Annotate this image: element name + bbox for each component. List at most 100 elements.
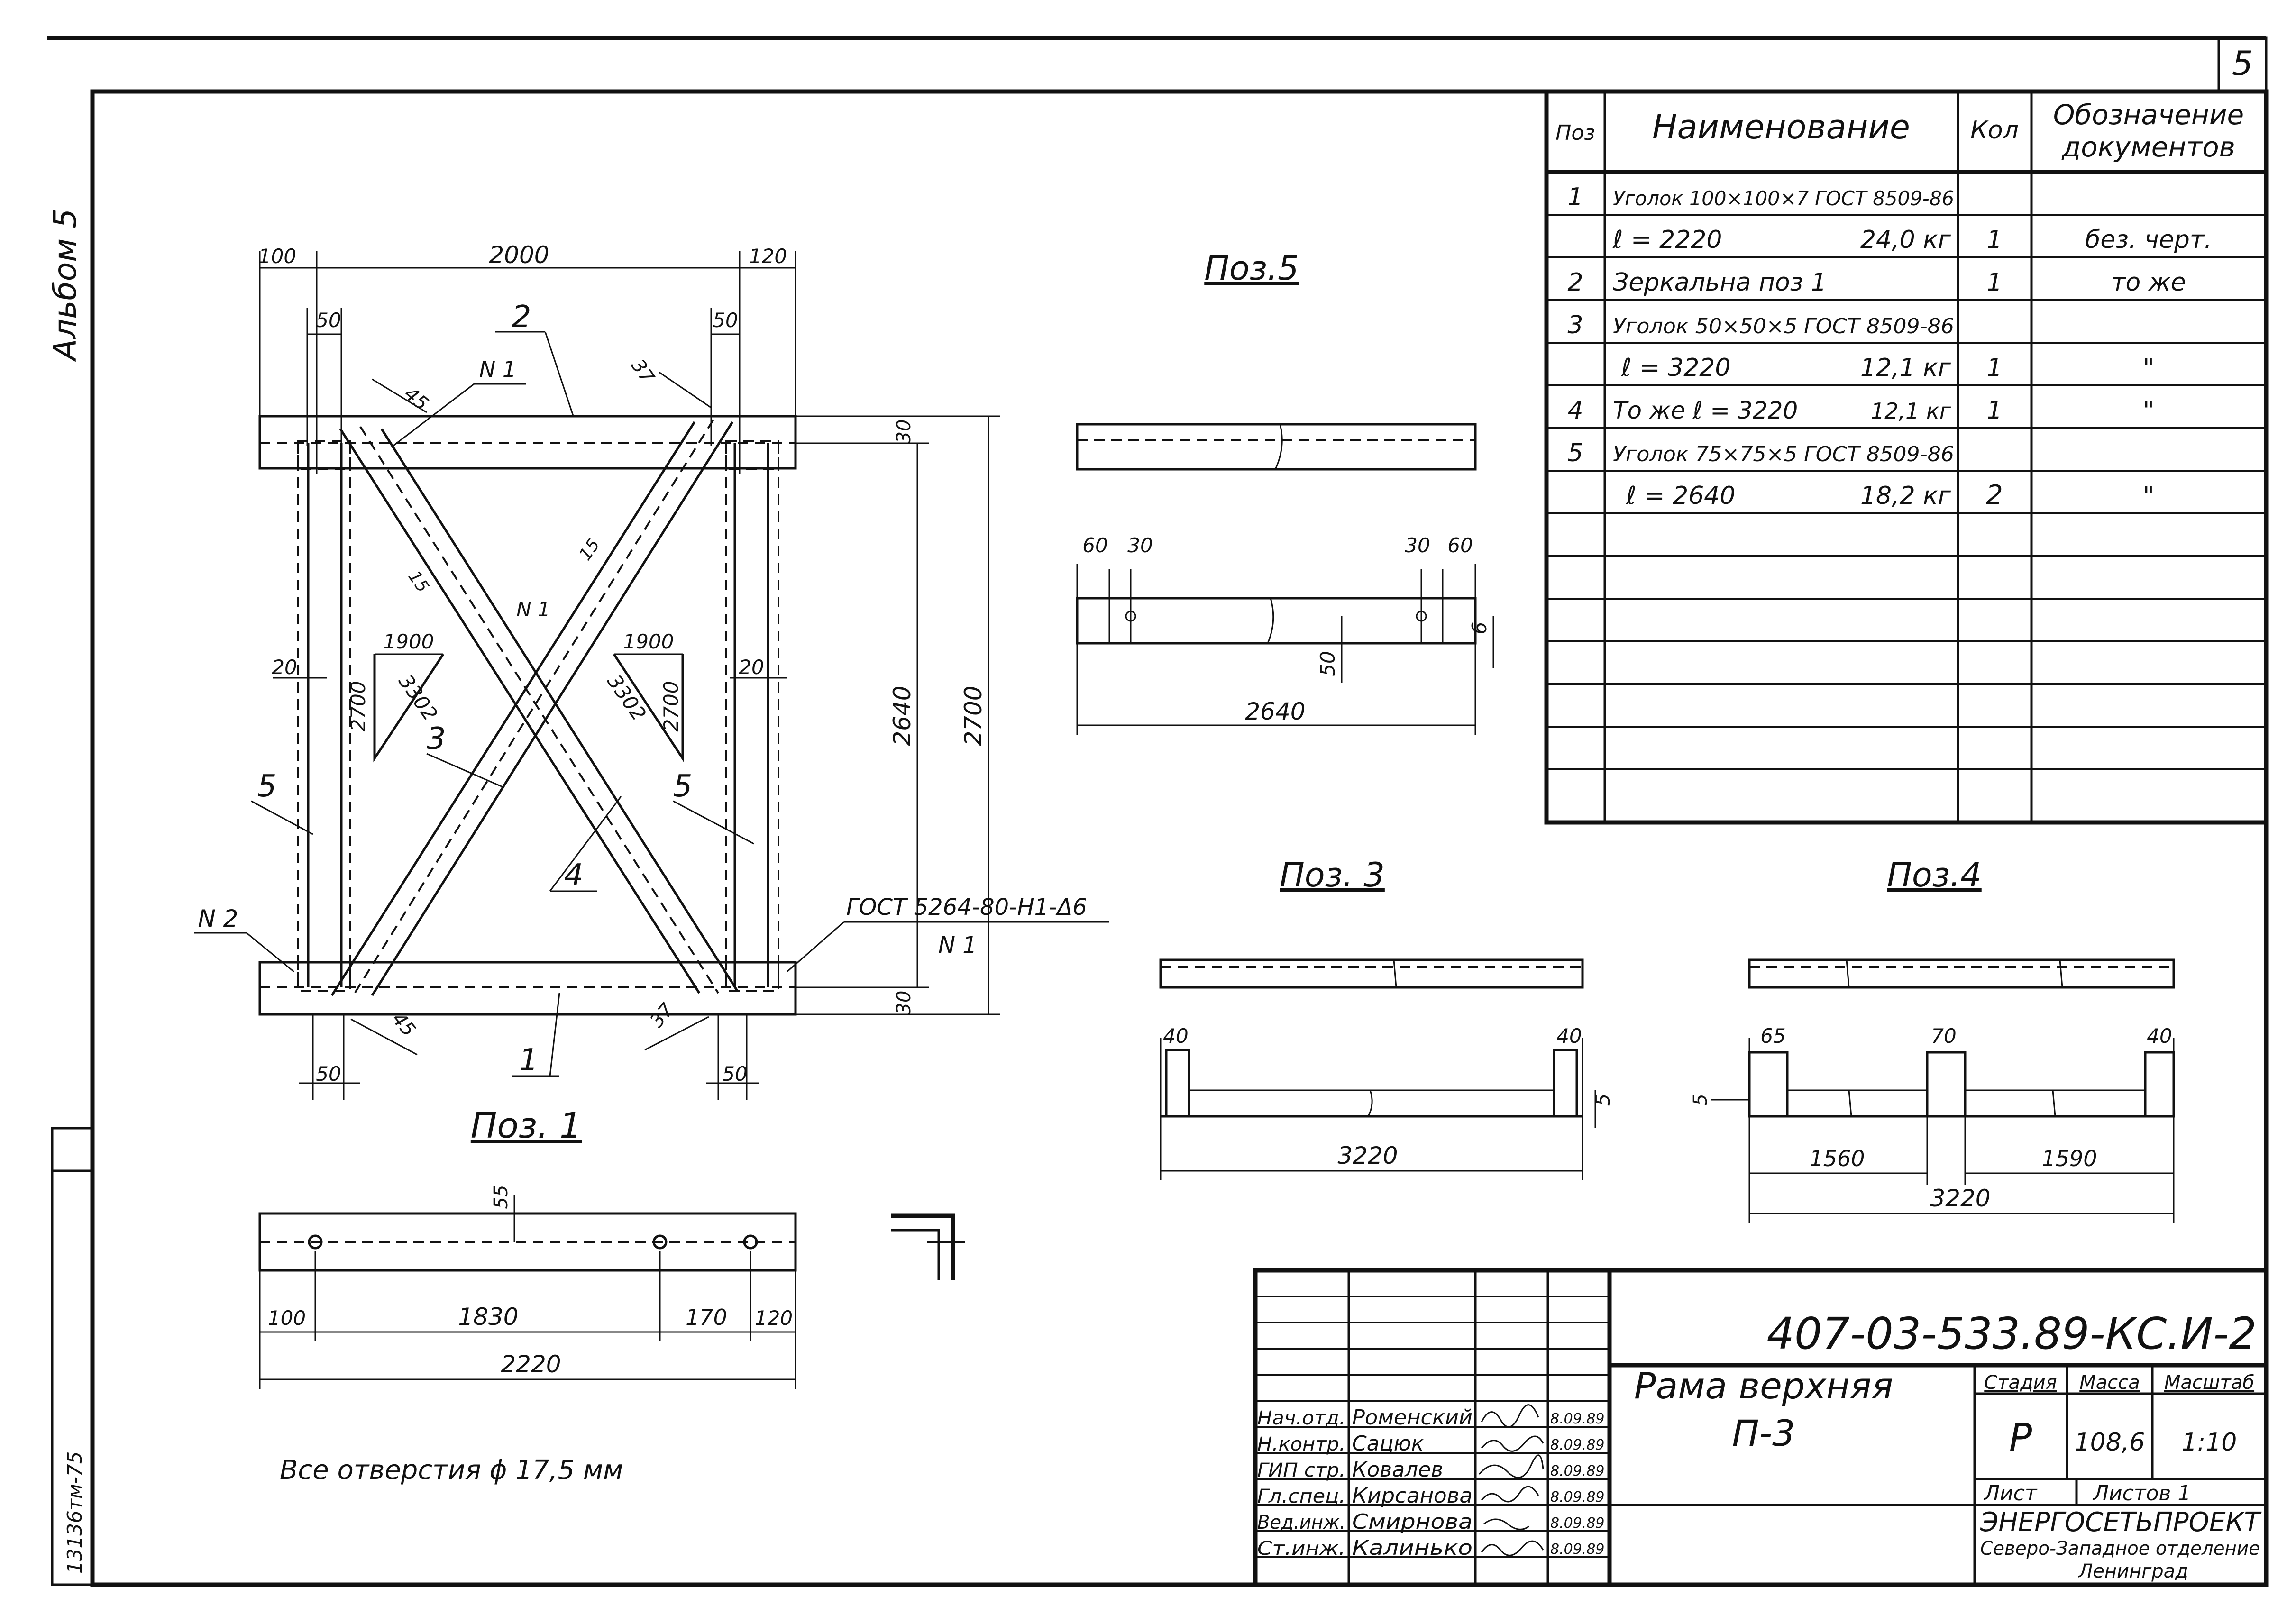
dim-right-inner: 2640 xyxy=(888,685,916,746)
poz4-dim-5: 5 xyxy=(1690,1094,1711,1105)
spec-row-name: Уголок 100×100×7 ГОСТ 8509-86 xyxy=(1613,187,1954,210)
dim-right-outer: 2700 xyxy=(960,685,987,746)
poz5-dim-30a: 30 xyxy=(1127,534,1153,557)
poz1-dim-120: 120 xyxy=(755,1306,793,1330)
signer-name: Смирнова xyxy=(1352,1510,1473,1534)
spec-row: 1 Уголок 100×100×7 ГОСТ 8509-86 xyxy=(1567,183,1954,211)
spec-row-name: Зеркальна поз 1 xyxy=(1613,268,1827,297)
spec-row: ℓ = 2640 18,2 кг 2 " xyxy=(1626,480,2154,511)
mass-value: 108,6 xyxy=(2075,1428,2145,1457)
spec-row-qty: 1 xyxy=(1986,268,2002,297)
poz5-dim-60a: 60 xyxy=(1082,534,1107,557)
dim-bottom-edge: 30 xyxy=(893,991,915,1015)
spec-row-name: ℓ = 2640 xyxy=(1626,482,1735,510)
poz5-title: Поз.5 xyxy=(1204,249,1299,288)
node2-label: N 2 xyxy=(198,905,238,932)
poz3-dim-40a: 40 xyxy=(1163,1024,1188,1048)
dim-side-right: 20 xyxy=(739,656,764,679)
dim-bottom-right: 50 xyxy=(722,1062,747,1086)
dim-gap-right: 50 xyxy=(713,309,738,332)
poz4-dim-1560: 1560 xyxy=(1809,1146,1865,1171)
poz1-dim-1830: 1830 xyxy=(458,1303,518,1331)
spec-row: ℓ = 2220 24,0 кг 1 без. черт. xyxy=(1612,226,2212,254)
sheet-number: 5 xyxy=(2232,44,2253,83)
sheets-label: Листов 1 xyxy=(2092,1481,2191,1505)
signer-row: Ст.инж. Калинько 8.09.89 xyxy=(1257,1536,1605,1560)
spec-row: 2 Зеркальна поз 1 1 то же xyxy=(1567,268,2186,297)
spec-row-qty: 1 xyxy=(1986,396,2002,425)
dim-gap-left: 50 xyxy=(316,309,341,332)
spec-row-qty: 1 xyxy=(1986,354,2002,382)
frame-main-view: 100 2000 120 50 50 50 50 2640 2700 30 30… xyxy=(194,241,1109,1100)
pos4-label: 4 xyxy=(564,858,584,893)
signer-date: 8.09.89 xyxy=(1550,1489,1605,1505)
spec-header-doc-2: документов xyxy=(2061,131,2235,163)
org-branch: Северо-Западное отделение xyxy=(1980,1538,2260,1560)
spec-header-qty: Кол xyxy=(1970,116,2019,145)
signer-role: ГИП стр. xyxy=(1257,1460,1345,1481)
dim-weld-br: 37 xyxy=(646,999,678,1031)
doc-code: 407-03-533.89-КС.И-2 xyxy=(1766,1308,2257,1359)
drawing-title-1: Рама верхняя xyxy=(1634,1365,1893,1407)
signer-row: Гл.спец. Кирсанова 8.09.89 xyxy=(1257,1484,1605,1508)
stage-label: Стадия xyxy=(1984,1372,2057,1394)
poz5-dim-50: 50 xyxy=(1316,651,1339,676)
dim-weld-tr: 37 xyxy=(627,355,659,388)
dim-diag-offset-left: 15 xyxy=(404,567,433,596)
scale-value: 1:10 xyxy=(2182,1428,2237,1457)
signer-date: 8.09.89 xyxy=(1550,1437,1605,1453)
signature xyxy=(1478,1454,1544,1478)
signer-role: Нач.отд. xyxy=(1257,1407,1345,1429)
spec-header-pos: Поз xyxy=(1555,121,1595,145)
poz5-dim-60b: 60 xyxy=(1447,534,1473,557)
title-block-grid xyxy=(1255,1296,1610,1558)
signer-name: Роменский xyxy=(1352,1405,1473,1430)
poz1-dim-len: 2220 xyxy=(501,1350,561,1378)
signer-date: 8.09.89 xyxy=(1550,1411,1605,1427)
poz5-dim-30b: 30 xyxy=(1405,534,1430,557)
spec-row-qty: 1 xyxy=(1986,226,2002,254)
signer-row: Вед.инж. Смирнова 8.09.89 xyxy=(1257,1510,1605,1534)
dim-top-left: 100 xyxy=(258,245,296,268)
poz4-title: Поз.4 xyxy=(1887,856,1981,894)
tri-left-v: 2700 xyxy=(347,681,370,732)
signer-row: Н.контр. Сацюк 8.09.89 xyxy=(1257,1432,1605,1456)
signer-date: 8.09.89 xyxy=(1550,1541,1605,1558)
org-name: ЭНЕРГОСЕТЬПРОЕКТ xyxy=(1980,1507,2262,1538)
poz3-detail: Поз. 3 40 40 5 3220 xyxy=(1159,856,1614,1180)
poz1-dim-170: 170 xyxy=(686,1305,727,1330)
node1-mid-label: N 1 xyxy=(516,598,550,621)
pos1-label: 1 xyxy=(519,1043,539,1078)
signer-role: Ст.инж. xyxy=(1257,1538,1345,1560)
signature xyxy=(1481,1435,1544,1452)
signer-row: ГИП стр. Ковалев 8.09.89 xyxy=(1257,1454,1605,1482)
stage-value: Р xyxy=(2009,1415,2032,1460)
spec-row: ℓ = 3220 12,1 кг 1 " xyxy=(1621,354,2154,382)
dim-top-edge: 30 xyxy=(893,420,915,444)
pos5-right-label: 5 xyxy=(673,769,693,804)
signature xyxy=(1481,1540,1544,1556)
spec-row-mass: 18,2 кг xyxy=(1860,482,1951,510)
spec-row: 5 Уголок 75×75×5 ГОСТ 8509-86 xyxy=(1567,439,1954,467)
spec-row-qty: 2 xyxy=(1986,480,2003,511)
poz3-dim-5: 5 xyxy=(1591,1094,1614,1106)
spec-row-pos: 1 xyxy=(1567,183,1583,211)
title-block: 407-03-533.89-КС.И-2 Рама верхняя П-3 Ст… xyxy=(1253,1268,2269,1587)
spec-row-mass: 12,1 кг xyxy=(1860,354,1951,382)
poz1-dim-55: 55 xyxy=(490,1185,512,1209)
sheet-label: Лист xyxy=(1983,1481,2038,1505)
poz1-holes-note: Все отверстия ϕ 17,5 мм xyxy=(280,1455,623,1486)
poz5-detail: Поз.5 60 30 30 60 50 6 2640 xyxy=(1076,249,1494,735)
signer-role: Н.контр. xyxy=(1257,1433,1345,1455)
signature xyxy=(1483,1518,1529,1530)
dim-top-mid: 2000 xyxy=(489,241,549,269)
album-label: Альбом 5 xyxy=(47,209,83,362)
signature xyxy=(1481,1404,1539,1428)
spec-row-mass: 12,1 кг xyxy=(1871,398,1951,424)
signer-role: Вед.инж. xyxy=(1257,1512,1345,1533)
sheet-frame: 5 Альбом 5 13136тм-75 xyxy=(47,36,2269,1587)
signer-date: 8.09.89 xyxy=(1550,1515,1605,1532)
poz3-dim-40b: 40 xyxy=(1556,1024,1582,1048)
poz4-dim-70: 70 xyxy=(1931,1024,1956,1048)
